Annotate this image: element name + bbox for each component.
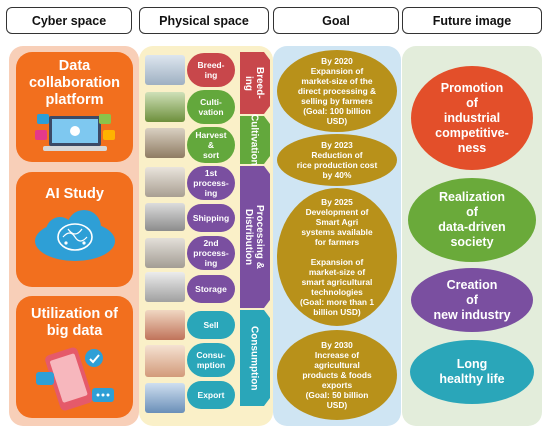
future-text: Long healthy life (439, 357, 505, 386)
sell-image (145, 310, 185, 340)
brain-cloud-icon (34, 210, 115, 261)
step-shipping: Shipping (187, 204, 235, 232)
step-label: Sell (203, 320, 219, 330)
goal-2020: By 2020 Expansion of market-size of the … (277, 50, 397, 132)
future-text: Creation of new industry (433, 277, 511, 322)
cultivation-image (145, 92, 185, 122)
shipping-image (145, 203, 185, 231)
band-processing-distribution: Processing & Distribution (240, 166, 268, 308)
harvest-image (145, 128, 185, 158)
future-long-healthy-life: Long healthy life (410, 340, 534, 404)
step-label: Shipping (192, 213, 230, 223)
smartphone-social-icon (35, 347, 114, 411)
goal-text: By 2020 Expansion of market-size of the … (297, 56, 377, 126)
future-text: Promotion of industrial competitive- nes… (435, 80, 509, 155)
future-new-industry: Creation of new industry (411, 268, 533, 332)
cyber-box-big-data: Utilization of big data (16, 296, 133, 418)
phase-bands (240, 52, 270, 406)
step-label: Breed- ing (197, 60, 225, 80)
band-consumption: Consumption (240, 310, 268, 406)
cyber-box-data-platform: Data collaboration platform (16, 52, 133, 162)
band-label: Processing & Distribution (243, 205, 265, 269)
step-label: Culti- vation (198, 97, 224, 117)
cyber-title: AI Study (45, 186, 104, 202)
step-harvest-sort: Harvest & sort (187, 127, 235, 163)
storage-image (145, 272, 185, 302)
header-physical-space: Physical space (139, 7, 269, 34)
step-consumption: Consu- mption (187, 343, 235, 377)
step-export: Export (187, 381, 235, 409)
step-cultivation: Culti- vation (187, 90, 235, 124)
future-text: Realization of data-driven society (438, 190, 506, 249)
step-label: Export (197, 390, 225, 400)
band-label: Consumption (248, 325, 260, 391)
future-data-driven-society: Realization of data-driven society (408, 178, 536, 262)
step-breeding: Breed- ing (187, 53, 235, 87)
cyber-title: Utilization of big data (31, 306, 118, 339)
step-label: 1st process- ing (193, 168, 229, 198)
band-label: Breed- ing (243, 67, 265, 99)
step-first-processing: 1st process- ing (187, 166, 235, 200)
goal-2023: By 2023 Reduction of rice production cos… (277, 134, 397, 186)
goal-text: By 2030 Increase of agricultural product… (302, 340, 372, 410)
export-image (145, 383, 185, 413)
header-future-image: Future image (402, 7, 542, 34)
step-label: Harvest & sort (195, 130, 227, 160)
step-sell: Sell (187, 311, 235, 339)
consumption-image (145, 345, 185, 377)
cyber-title: Data collaboration platform (28, 58, 121, 108)
goal-2025: By 2025 Development of Smart Agri system… (277, 188, 397, 326)
step-label: Storage (195, 284, 227, 294)
band-breeding: Breed- ing (240, 52, 268, 114)
step-label: 2nd process- ing (193, 238, 229, 268)
goal-text: By 2023 Reduction of rice production cos… (296, 140, 378, 180)
step-label: Consu- mption (196, 350, 226, 370)
processing1-image (145, 167, 185, 197)
processing2-image (145, 238, 185, 268)
header-cyber-space: Cyber space (6, 7, 132, 34)
breeding-image (145, 55, 185, 85)
goal-2030: By 2030 Increase of agricultural product… (277, 330, 397, 420)
band-label: Cultivation (248, 114, 260, 166)
band-cultivation: Cultivation (240, 114, 268, 166)
goal-text: By 2025 Development of Smart Agri system… (300, 197, 374, 317)
laptop-apps-icon (34, 114, 115, 151)
future-industrial-competitiveness: Promotion of industrial competitive- nes… (411, 66, 533, 170)
step-second-processing: 2nd process- ing (187, 236, 235, 270)
cyber-box-ai-study: AI Study (16, 172, 133, 287)
step-storage: Storage (187, 275, 235, 303)
header-goal: Goal (273, 7, 399, 34)
